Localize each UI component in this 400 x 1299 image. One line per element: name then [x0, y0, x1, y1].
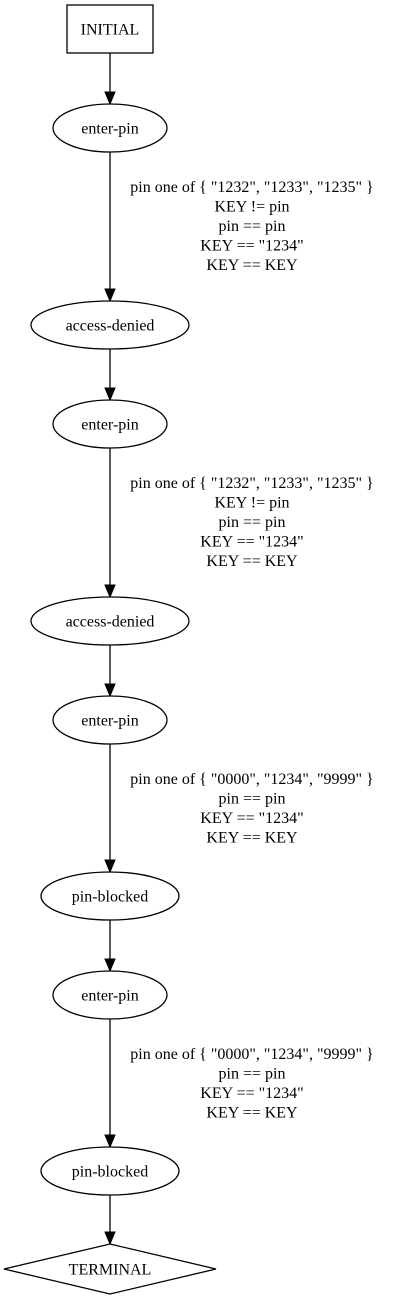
- arrowhead: [104, 91, 116, 106]
- node-terminal: TERMINAL: [3, 1243, 217, 1295]
- arrowhead: [104, 958, 116, 973]
- node-ellipse: [52, 970, 168, 1020]
- edge-label-line: KEY != pin: [214, 495, 289, 512]
- arrowhead: [104, 584, 116, 599]
- arrowhead: [104, 1231, 116, 1246]
- node-label: enter-pin: [81, 713, 138, 730]
- edge-label-line: pin == pin: [219, 218, 286, 235]
- node-label: pin-blocked: [72, 889, 148, 906]
- edge-n7-n8: pin one of { "0000", "1234", "9999" } pin…: [104, 1019, 374, 1149]
- node-pin-blocked: pin-blocked: [40, 871, 180, 921]
- edge-label-line: pin == pin: [219, 791, 286, 808]
- node-pin-blocked: pin-blocked: [40, 1146, 180, 1196]
- edge-label-line: KEY == "1234": [200, 534, 303, 551]
- node-ellipse: [52, 399, 168, 449]
- edge-label-line: pin one of { "1232", "1233", "1235" }: [130, 475, 373, 492]
- node-enter-pin: enter-pin: [52, 695, 168, 745]
- node-ellipse: [30, 596, 190, 646]
- edge-n5-n6: pin one of { "0000", "1234", "9999" } pin…: [104, 744, 374, 874]
- node-label: access-denied: [66, 614, 155, 631]
- edge-label-line: pin == pin: [219, 1066, 286, 1083]
- node-diamond: [3, 1243, 217, 1295]
- edge-label-line: KEY == "1234": [200, 238, 303, 255]
- edge-n3-n4: pin one of { "1232", "1233", "1235" } KEY…: [104, 448, 374, 599]
- node-label: enter-pin: [81, 988, 138, 1005]
- edge-label-line: KEY == KEY: [206, 830, 298, 847]
- arrowhead: [104, 859, 116, 874]
- arrowhead: [104, 387, 116, 402]
- edge-n6-n7: [104, 920, 116, 973]
- node-access-denied: access-denied: [30, 596, 190, 646]
- edge-n1-n2: pin one of { "1232", "1233", "1235" } KEY…: [104, 152, 374, 303]
- node-label: enter-pin: [81, 121, 138, 138]
- edge-label-line: pin one of { "1232", "1233", "1235" }: [130, 179, 373, 196]
- edge-label-line: pin == pin: [219, 514, 286, 531]
- node-initial: INITIAL: [66, 4, 154, 54]
- edge-label-line: KEY == KEY: [206, 1105, 298, 1122]
- edge-label-line: KEY != pin: [214, 199, 289, 216]
- node-label: access-denied: [66, 318, 155, 335]
- edge-label-line: pin one of { "0000", "1234", "9999" }: [130, 771, 373, 788]
- edge-label-line: KEY == KEY: [206, 257, 298, 274]
- node-ellipse: [52, 103, 168, 153]
- node-enter-pin: enter-pin: [52, 103, 168, 153]
- node-label: enter-pin: [81, 417, 138, 434]
- edge-label-line: KEY == "1234": [200, 810, 303, 827]
- node-ellipse: [40, 871, 180, 921]
- edge-n0-n1: [104, 53, 116, 106]
- node-label: INITIAL: [81, 22, 140, 39]
- node-ellipse: [52, 695, 168, 745]
- arrowhead: [104, 1134, 116, 1149]
- edge-n8-n9: [104, 1195, 116, 1246]
- edge-label-line: pin one of { "0000", "1234", "9999" }: [130, 1046, 373, 1063]
- node-ellipse: [30, 300, 190, 350]
- edges-layer: pin one of { "1232", "1233", "1235" } KEY…: [104, 53, 374, 1246]
- node-enter-pin: enter-pin: [52, 399, 168, 449]
- edge-label-line: KEY == KEY: [206, 553, 298, 570]
- edge-n4-n5: [104, 645, 116, 698]
- node-access-denied: access-denied: [30, 300, 190, 350]
- nodes-layer: INITIAL enter-pin access-denied enter-pin ac…: [3, 4, 217, 1295]
- node-enter-pin: enter-pin: [52, 970, 168, 1020]
- arrowhead: [104, 683, 116, 698]
- node-label: TERMINAL: [69, 1262, 152, 1279]
- arrowhead: [104, 288, 116, 303]
- node-ellipse: [40, 1146, 180, 1196]
- edge-n2-n3: [104, 349, 116, 402]
- node-label: pin-blocked: [72, 1164, 148, 1181]
- node-box: [66, 4, 154, 54]
- edge-label-line: KEY == "1234": [200, 1085, 303, 1102]
